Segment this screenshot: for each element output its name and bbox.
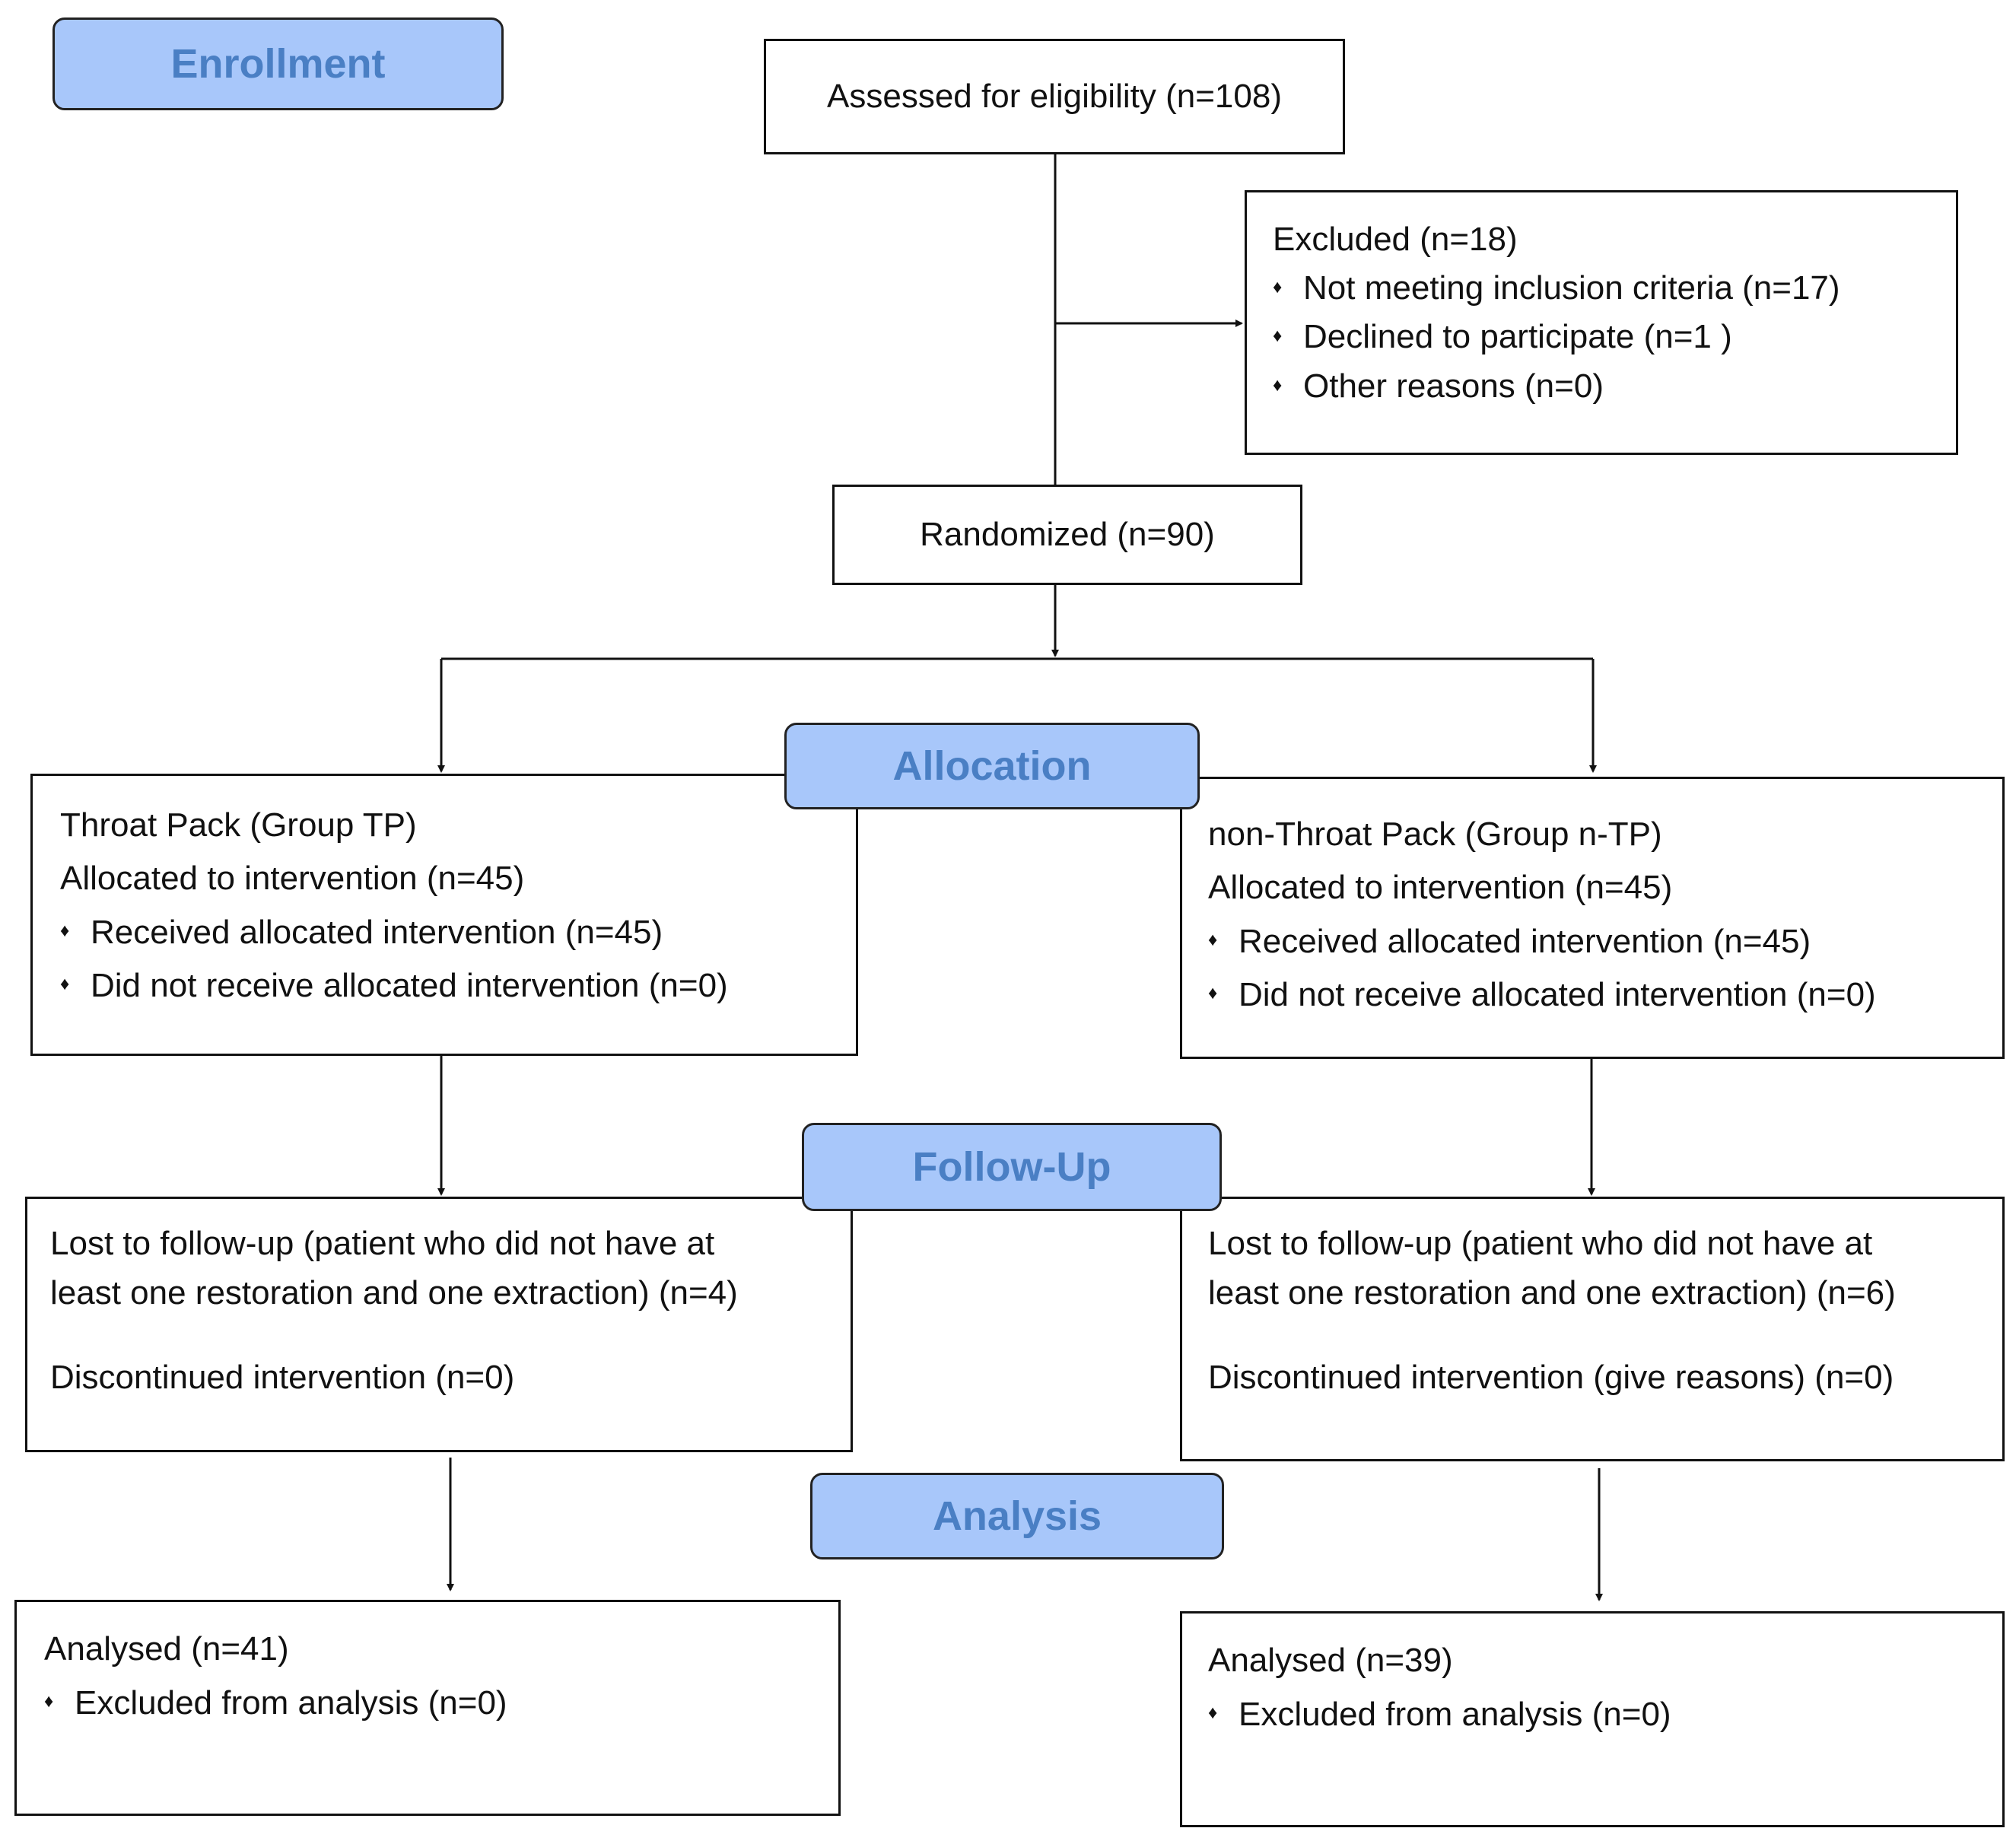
spacer (1208, 1318, 2002, 1353)
followup-right-discontinued: Discontinued intervention (give reasons)… (1208, 1359, 1894, 1397)
followup-right-lost-line2: least one restoration and one extraction… (1208, 1274, 1896, 1312)
assessed-box: Assessed for eligibility (n=108) (764, 39, 1345, 154)
allocation-right-box: non-Throat Pack (Group n-TP) Allocated t… (1180, 777, 2005, 1059)
spacer (50, 1318, 851, 1353)
randomized-box: Randomized (n=90) (832, 485, 1302, 585)
allocation-left-item: Did not receive allocated intervention (… (60, 959, 856, 1013)
randomized-text: Randomized (n=90) (920, 516, 1215, 553)
followup-left-lost-line2: least one restoration and one extraction… (50, 1274, 738, 1312)
followup-left-lost-line1: Lost to follow-up (patient who did not h… (50, 1225, 715, 1262)
phase-allocation: Allocation (784, 723, 1200, 809)
analysis-left-box: Analysed (n=41) Excluded from analysis (… (14, 1600, 841, 1816)
allocation-right-group: non-Throat Pack (Group n-TP) (1208, 815, 1662, 853)
followup-left-discontinued: Discontinued intervention (n=0) (50, 1359, 515, 1397)
excluded-item: Not meeting inclusion criteria (n=17) (1273, 264, 1956, 313)
excluded-item: Declined to participate (n=1 ) (1273, 313, 1956, 361)
phase-follow-up: Follow-Up (802, 1123, 1222, 1211)
followup-right-lost-line1: Lost to follow-up (patient who did not h… (1208, 1225, 1873, 1262)
analysis-right-analysed: Analysed (n=39) (1208, 1642, 1453, 1679)
allocation-left-box: Throat Pack (Group TP) Allocated to inte… (30, 774, 858, 1056)
excluded-title: Excluded (n=18) (1273, 221, 1518, 258)
analysis-right-box: Analysed (n=39) Excluded from analysis (… (1180, 1611, 2005, 1827)
allocation-left-item: Received allocated intervention (n=45) (60, 906, 856, 959)
allocation-left-group: Throat Pack (Group TP) (60, 806, 417, 844)
analysis-left-item: Excluded from analysis (n=0) (44, 1676, 838, 1730)
allocation-left-allocated: Allocated to intervention (n=45) (60, 860, 525, 898)
phase-enrollment: Enrollment (52, 17, 504, 110)
allocation-right-allocated: Allocated to intervention (n=45) (1208, 869, 1673, 907)
analysis-right-item: Excluded from analysis (n=0) (1208, 1687, 2002, 1741)
allocation-right-item: Did not receive allocated intervention (… (1208, 968, 2002, 1022)
phase-analysis: Analysis (810, 1473, 1224, 1559)
allocation-right-item: Received allocated intervention (n=45) (1208, 915, 2002, 968)
assessed-text: Assessed for eligibility (n=108) (827, 78, 1282, 115)
analysis-left-analysed: Analysed (n=41) (44, 1630, 289, 1668)
excluded-item: Other reasons (n=0) (1273, 362, 1956, 411)
excluded-box: Excluded (n=18) Not meeting inclusion cr… (1245, 190, 1958, 455)
followup-left-box: Lost to follow-up (patient who did not h… (25, 1197, 853, 1452)
followup-right-box: Lost to follow-up (patient who did not h… (1180, 1197, 2005, 1461)
